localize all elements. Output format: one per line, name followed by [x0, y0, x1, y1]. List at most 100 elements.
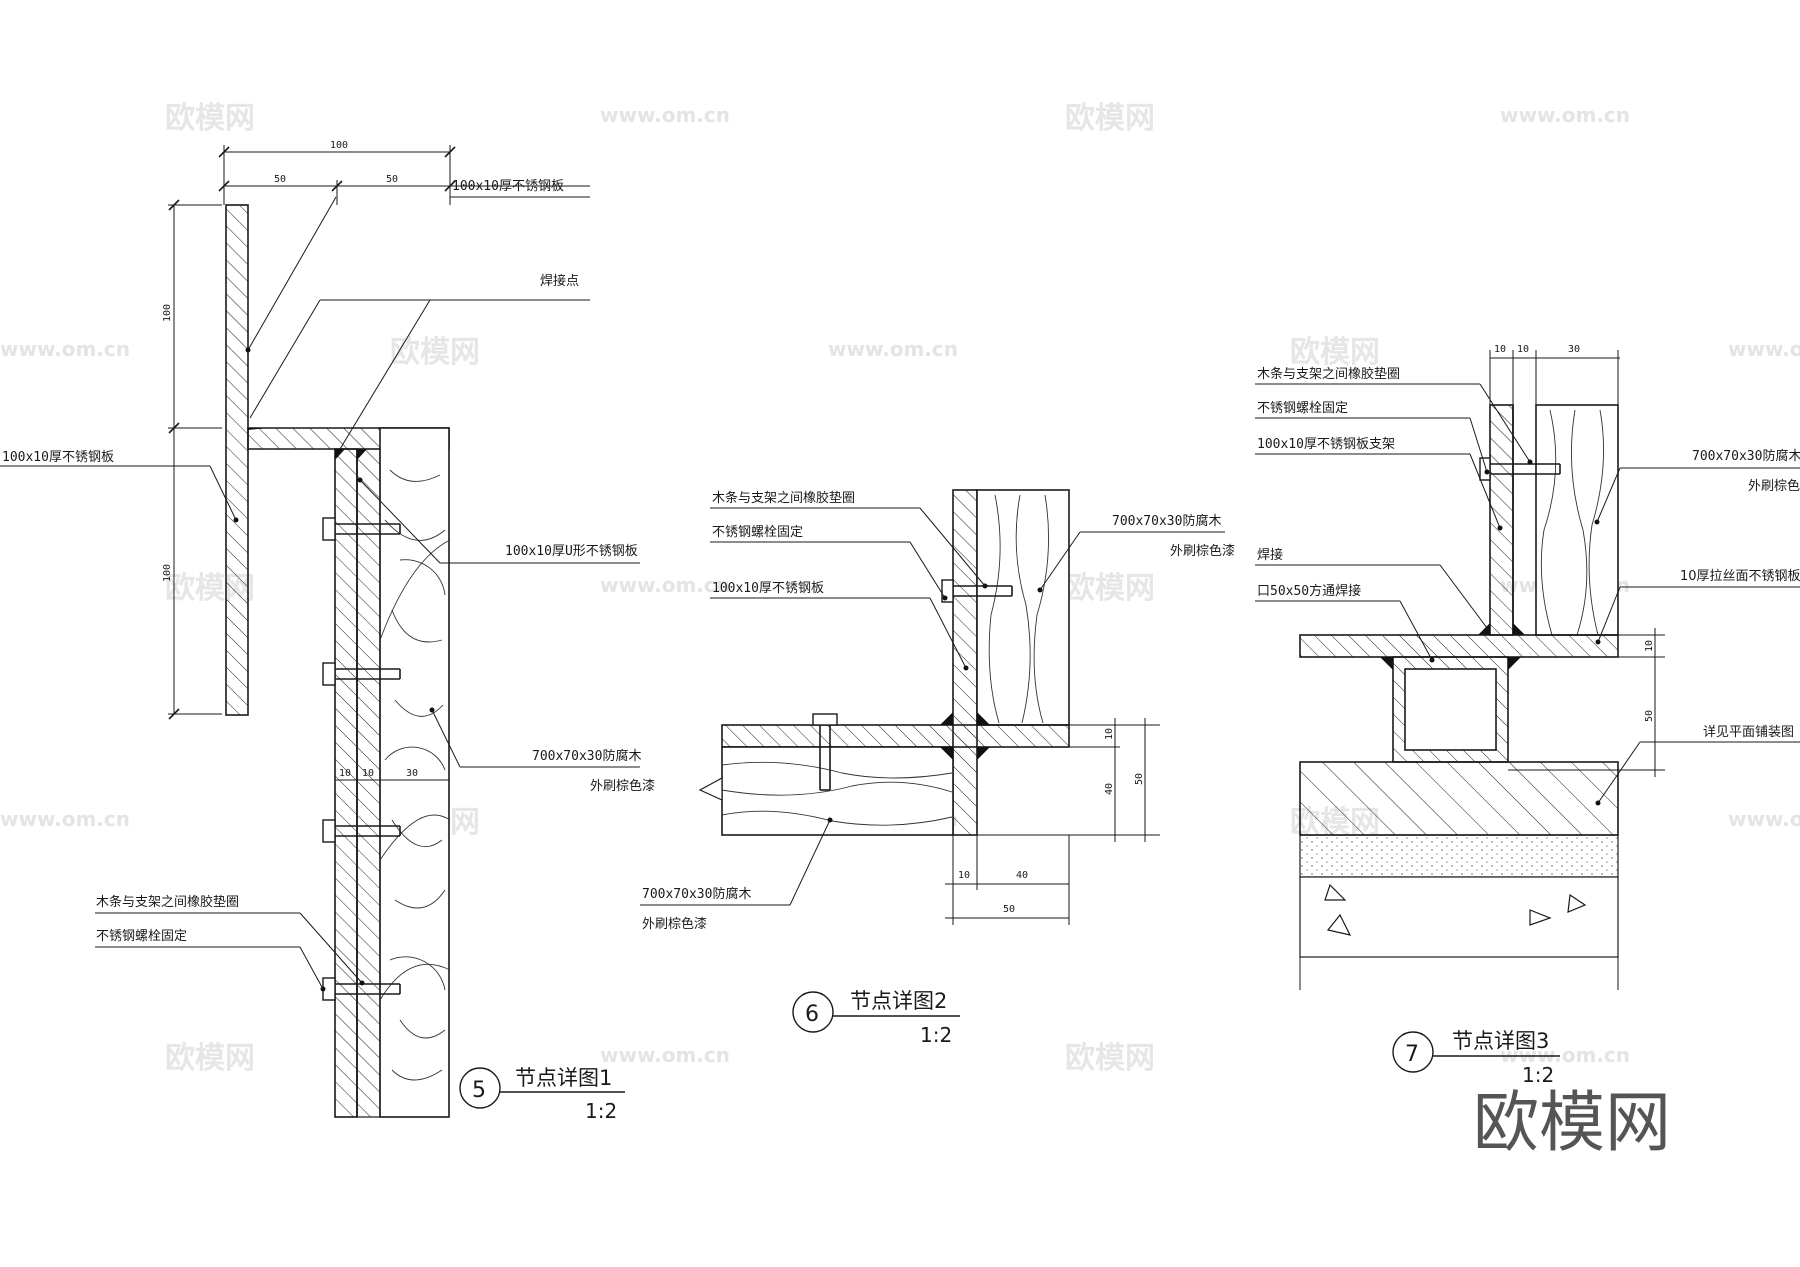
detail-2-leaders — [640, 507, 1225, 906]
dim-text: 10 — [1104, 728, 1115, 740]
label-bolt: 不锈钢螺栓固定 — [96, 929, 187, 944]
watermark-site: www.om.cn — [828, 337, 958, 361]
watermark-site: www.om.cn — [0, 337, 130, 361]
label-plate-top: 100x10厚不锈钢板 — [452, 179, 564, 194]
detail-title: 节点详图3 — [1452, 1029, 1549, 1053]
detail-number: 5 — [472, 1078, 486, 1103]
dim-text: 50 — [1003, 904, 1015, 915]
watermark-site: www.om.cn — [0, 807, 130, 831]
label-plate: 100x10厚不锈钢板支架 — [1257, 437, 1395, 452]
watermark-brand: 欧模网 — [1290, 335, 1380, 370]
label-gasket: 木条与支架之间橡胶垫圈 — [1257, 366, 1400, 382]
detail-1-mid-dimensions: 10 10 30 — [334, 768, 450, 790]
label-plate: 100x10厚不锈钢板 — [712, 581, 824, 596]
label-paving: 详见平面铺装图 — [1703, 725, 1794, 740]
detail-1-side-dimensions: 100 100 — [162, 199, 222, 720]
wood-grain — [379, 469, 451, 1081]
detail-2-bottom-dimensions: 10 40 50 — [945, 835, 1070, 925]
detail-scale: 1:2 — [1522, 1063, 1554, 1087]
dim-text: 100 — [162, 304, 173, 322]
label-plate-left: 100x10厚不锈钢板 — [2, 450, 114, 465]
label-wood-bottom: 700x70x30防腐木 — [642, 886, 751, 902]
wood-member — [721, 746, 954, 836]
detail-2-title-block: 6 节点详图2 1:2 — [792, 989, 960, 1047]
watermark-brand: 欧模网 — [1065, 1041, 1155, 1076]
label-tube: 口50x50方通焊接 — [1257, 583, 1361, 599]
label-gasket: 木条与支架之间橡胶垫圈 — [96, 894, 239, 910]
watermark-brand: 欧模网 — [165, 1041, 255, 1076]
watermark-site: www.om.cn — [600, 103, 730, 127]
vertical-steel-plate — [1489, 404, 1514, 636]
dim-text: 50 — [386, 174, 398, 185]
watermark-site: www.om.cn — [600, 1043, 730, 1067]
dim-text: 30 — [406, 768, 418, 779]
detail-1-top-dimensions: 100 50 50 — [218, 140, 590, 205]
aggregate — [1324, 883, 1587, 936]
dim-text: 50 — [1134, 773, 1145, 785]
watermark-brand: 欧模网 — [1065, 101, 1155, 136]
wood-member — [1535, 404, 1619, 636]
detail-number: 7 — [1405, 1042, 1419, 1067]
detail-3-right-dimensions: 10 50 — [1508, 628, 1665, 777]
dim-text: 10 — [958, 870, 970, 881]
label-weld-point: 焊接点 — [540, 273, 579, 289]
dim-text: 100 — [330, 140, 348, 151]
detail-scale: 1:2 — [585, 1099, 617, 1123]
label-wood-right: 700x70x30防腐木 — [1112, 513, 1221, 529]
dim-text: 30 — [1568, 344, 1580, 355]
detail-number-circle — [1392, 1031, 1434, 1073]
vertical-steel-plate — [225, 204, 249, 716]
base-plate — [1299, 634, 1619, 658]
dim-text: 50 — [274, 174, 286, 185]
detail-scale: 1:2 — [920, 1023, 952, 1047]
detail-3: 10 10 30 — [1255, 344, 1800, 1087]
label-wood-right-finish: 外刷棕色漆 — [1170, 543, 1235, 559]
watermark-brand: 欧模网 — [1065, 571, 1155, 606]
horizontal-steel-plate — [721, 724, 1070, 748]
watermark-site: www.om.cn — [1728, 337, 1800, 361]
watermark-site: www.om.cn — [600, 573, 730, 597]
wood-member — [976, 489, 1070, 726]
dim-text: 100 — [162, 564, 173, 582]
dim-text: 40 — [1104, 783, 1115, 795]
label-bolt: 不锈钢螺栓固定 — [1257, 401, 1348, 416]
label-base-plate: 10厚拉丝面不锈钢板底座 — [1680, 568, 1800, 584]
dim-text: 10 — [1517, 344, 1529, 355]
u-plate-leg — [334, 448, 358, 1118]
detail-1-title-block: 5 节点详图1 1:2 — [459, 1066, 625, 1123]
detail-2: 10 40 50 10 40 50 — [640, 489, 1235, 1047]
detail-3-title-block: 7 节点详图3 1:2 — [1392, 1029, 1560, 1087]
detail-3-leaders — [1255, 383, 1800, 806]
label-gasket: 木条与支架之间橡胶垫圈 — [712, 490, 855, 506]
label-wood-finish: 外刷棕色漆 — [1748, 478, 1800, 494]
dim-text: 10 — [362, 768, 374, 779]
label-wood-bottom-finish: 外刷棕色漆 — [642, 916, 707, 932]
corner-watermark: 欧模网 — [1473, 1084, 1671, 1161]
label-wood: 700x70x30防腐木 — [532, 748, 641, 764]
watermark-site: www.om.cn — [1500, 103, 1630, 127]
dim-text: 50 — [1644, 710, 1655, 722]
dim-text: 40 — [1016, 870, 1028, 881]
detail-3-top-dimensions: 10 10 30 — [1489, 344, 1620, 405]
label-bolt: 不锈钢螺栓固定 — [712, 525, 803, 540]
dim-text: 10 — [1644, 640, 1655, 652]
watermark-site: www.om.cn — [1728, 807, 1800, 831]
detail-2-right-dimensions: 10 40 50 — [977, 718, 1160, 842]
detail-title: 节点详图2 — [850, 989, 947, 1013]
watermark-brand: 欧模网 — [165, 101, 255, 136]
dim-text: 10 — [339, 768, 351, 779]
detail-1: 100 50 50 100x10厚不锈钢板 100 100 — [0, 140, 655, 1123]
label-wood: 700x70x30防腐木 — [1692, 448, 1800, 464]
label-u-plate: 100x10厚U形不锈钢板 — [505, 544, 638, 559]
label-wood-finish: 外刷棕色漆 — [590, 778, 655, 794]
concrete-layer — [1299, 761, 1619, 836]
detail-number-circle — [459, 1067, 501, 1109]
wood-member — [379, 427, 450, 1118]
detail-1-leaders — [0, 196, 640, 992]
watermark-site: www.om.cn — [1500, 1043, 1630, 1067]
detail-number-circle — [792, 991, 834, 1033]
detail-number: 6 — [805, 1002, 819, 1027]
label-weld: 焊接 — [1257, 547, 1283, 563]
dim-text: 10 — [1494, 344, 1506, 355]
